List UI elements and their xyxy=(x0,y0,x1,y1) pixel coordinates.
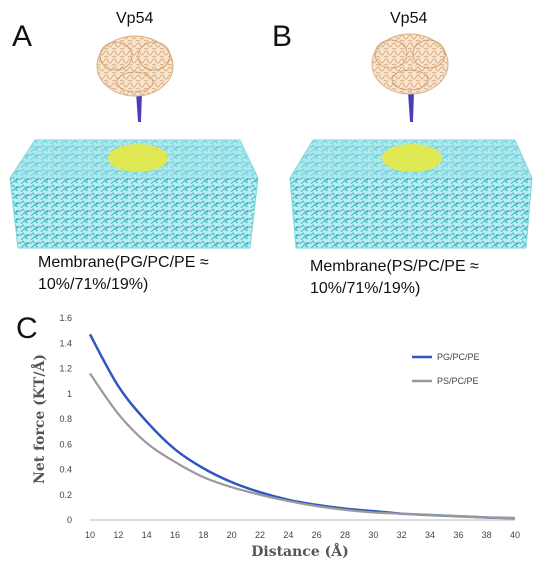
y-tick-label: 0.4 xyxy=(59,465,72,475)
protein-vp54-b xyxy=(371,33,449,95)
binding-patch-b xyxy=(382,144,442,172)
panel-letter-c: C xyxy=(16,312,38,345)
x-tick-label: 26 xyxy=(312,530,322,540)
legend-label: PS/PC/PE xyxy=(437,376,479,386)
membrane-label-a-line1: Membrane(PG/PC/PE ≈ xyxy=(38,254,209,271)
membrane-label-b: Membrane(PS/PC/PE ≈ 10%/71%/19%) xyxy=(310,256,550,300)
x-tick-label: 34 xyxy=(425,530,435,540)
anchor-helix-b xyxy=(408,92,414,122)
protein-label-a: Vp54 xyxy=(116,10,154,27)
x-tick-label: 12 xyxy=(113,530,123,540)
panel-letter-a: A xyxy=(12,20,33,53)
chart-series xyxy=(88,333,516,520)
chart-axes: 10 12 14 16 18 20 22 24 26 28 30 32 34 36 38 40 0 0.2 0.4 0… xyxy=(59,313,520,540)
x-tick-label: 32 xyxy=(397,530,407,540)
y-tick-label: 1.2 xyxy=(59,364,72,374)
x-tick-label: 20 xyxy=(227,530,237,540)
protein-vp54-a xyxy=(96,35,174,97)
x-tick-label: 24 xyxy=(283,530,293,540)
x-axis-label: Distance (Å) xyxy=(251,542,348,560)
x-tick-label: 22 xyxy=(255,530,265,540)
anchor-helix-a xyxy=(136,92,142,122)
y-tick-label: 0.8 xyxy=(59,414,72,424)
panel-letter-b: B xyxy=(272,20,293,53)
y-tick-label: 1 xyxy=(67,389,72,399)
legend-label: PG/PC/PE xyxy=(437,352,480,362)
y-tick-label: 0.6 xyxy=(59,439,72,449)
membrane-label-b-line1: Membrane(PS/PC/PE ≈ xyxy=(310,258,479,275)
series-line-ps xyxy=(89,372,516,520)
x-tick-label: 36 xyxy=(453,530,463,540)
membrane-label-a: Membrane(PG/PC/PE ≈ 10%/71%/19%) xyxy=(38,252,288,296)
y-axis-label: Net force (KT/Å) xyxy=(30,354,48,484)
y-tick-label: 1.4 xyxy=(59,338,72,348)
x-tick-label: 28 xyxy=(340,530,350,540)
x-tick-label: 40 xyxy=(510,530,520,540)
membrane-label-a-line2: 10%/71%/19%) xyxy=(38,276,149,293)
membrane-label-b-line2: 10%/71%/19%) xyxy=(310,280,421,297)
x-tick-label: 14 xyxy=(142,530,152,540)
panel-b-illustration xyxy=(289,33,533,249)
y-tick-label: 1.6 xyxy=(59,313,72,323)
y-tick-label: 0 xyxy=(67,515,72,525)
x-tick-label: 18 xyxy=(198,530,208,540)
chart-legend: PG/PC/PE PS/PC/PE xyxy=(412,352,480,386)
panel-a-illustration xyxy=(9,35,259,249)
y-tick-label: 0.2 xyxy=(59,490,72,500)
x-tick-label: 16 xyxy=(170,530,180,540)
x-tick-label: 38 xyxy=(482,530,492,540)
x-tick-label: 30 xyxy=(368,530,378,540)
protein-label-b: Vp54 xyxy=(390,10,428,27)
x-tick-label: 10 xyxy=(85,530,95,540)
binding-patch-a xyxy=(108,144,168,172)
